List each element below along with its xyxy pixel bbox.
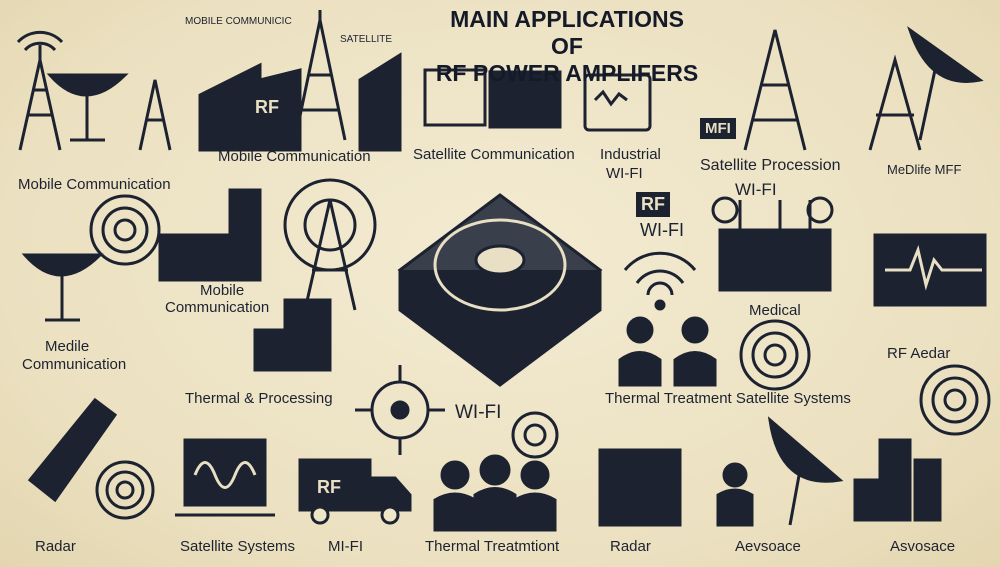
radar-target-icon <box>739 319 811 391</box>
bottom-label: Aevsoace <box>735 538 801 555</box>
people-icon <box>433 316 754 532</box>
server-rack-icon <box>598 438 942 527</box>
label-mobile-communication: Mobile Communication <box>18 176 171 193</box>
monitor-icon <box>583 73 652 132</box>
satellite-dish-icon <box>767 416 844 526</box>
radio-tower-icon <box>743 29 807 151</box>
satellite-dish-icon <box>907 26 984 141</box>
radar-target-icon <box>89 194 161 266</box>
label-satellite-communication: Satellite Communication <box>413 146 575 163</box>
radio-tower-icon <box>293 10 347 141</box>
title-line-2: RF POWER AMPLIFERS <box>435 60 699 86</box>
radar-target-icon <box>95 460 155 520</box>
radio-tower-icon <box>138 79 172 151</box>
label-communication: Communication <box>165 299 270 316</box>
wifi-icon <box>623 251 697 311</box>
radio-tower-icon <box>868 54 922 151</box>
label-mobile-communication: Mobile Communication <box>218 148 371 165</box>
monitor-icon <box>873 233 987 307</box>
bottom-label: Radar <box>35 538 76 555</box>
network-node-icon <box>355 365 445 455</box>
rf-badge: RF <box>250 95 284 120</box>
label-industrial: Industrial <box>600 146 661 163</box>
radar-target-icon <box>511 411 559 459</box>
satellite-dish-icon <box>46 73 129 142</box>
label-thermal-satellite: Thermal Treatment Satellite Systems <box>605 390 851 407</box>
radar-cannon-icon <box>27 397 118 503</box>
bottom-label: MI-FI <box>328 538 363 555</box>
title-line-1: MAIN APPLICATIONS OF <box>450 6 684 59</box>
bottom-label: Satellite Systems <box>180 538 296 555</box>
label-rf-aedar: RF Aedar <box>887 345 951 362</box>
label-mobile-small: MOBILE COMMUNICIC <box>185 16 292 27</box>
label-wifi: WI-FI <box>455 402 502 423</box>
label-wifi: WI-FI <box>735 180 777 199</box>
medical-equipment-icon <box>711 196 834 292</box>
satellite-dish-icon <box>21 253 104 322</box>
label-medlife: MeDlife MFF <box>887 162 962 177</box>
label-communication: Communication <box>22 356 127 373</box>
radio-tower-icon <box>16 30 64 151</box>
bottom-label: Radar <box>610 538 651 555</box>
label-mobile: Mobile <box>200 282 245 299</box>
rf-panel-badge: RF <box>636 192 670 217</box>
label-thermal-processing: Thermal & Processing <box>185 390 333 407</box>
truck-icon <box>298 458 412 525</box>
label-wifi: WI-FI <box>606 165 643 182</box>
label-wifi: WI-FI <box>640 220 684 240</box>
radar-target-icon <box>919 364 991 436</box>
radio-tower-icon <box>283 178 377 311</box>
label-medical: Medical <box>749 302 801 319</box>
rf-truck-badge: RF <box>317 477 341 497</box>
label-satellite-small: SATELLITE <box>340 34 393 45</box>
label-satellite-procession: Satellite Procession <box>700 157 841 174</box>
label-medile: Medile <box>45 338 90 355</box>
laptop-icon <box>175 438 275 517</box>
solar-panel-icon <box>423 68 562 129</box>
rf-amplifier-icon <box>397 193 603 387</box>
bottom-label: Thermal Treatmtiont <box>425 538 560 555</box>
bottom-label: Asvosace <box>890 538 956 555</box>
mfi-badge: MFI <box>700 118 736 139</box>
city-buildings-icon <box>158 188 332 372</box>
factory-icon <box>198 52 402 152</box>
